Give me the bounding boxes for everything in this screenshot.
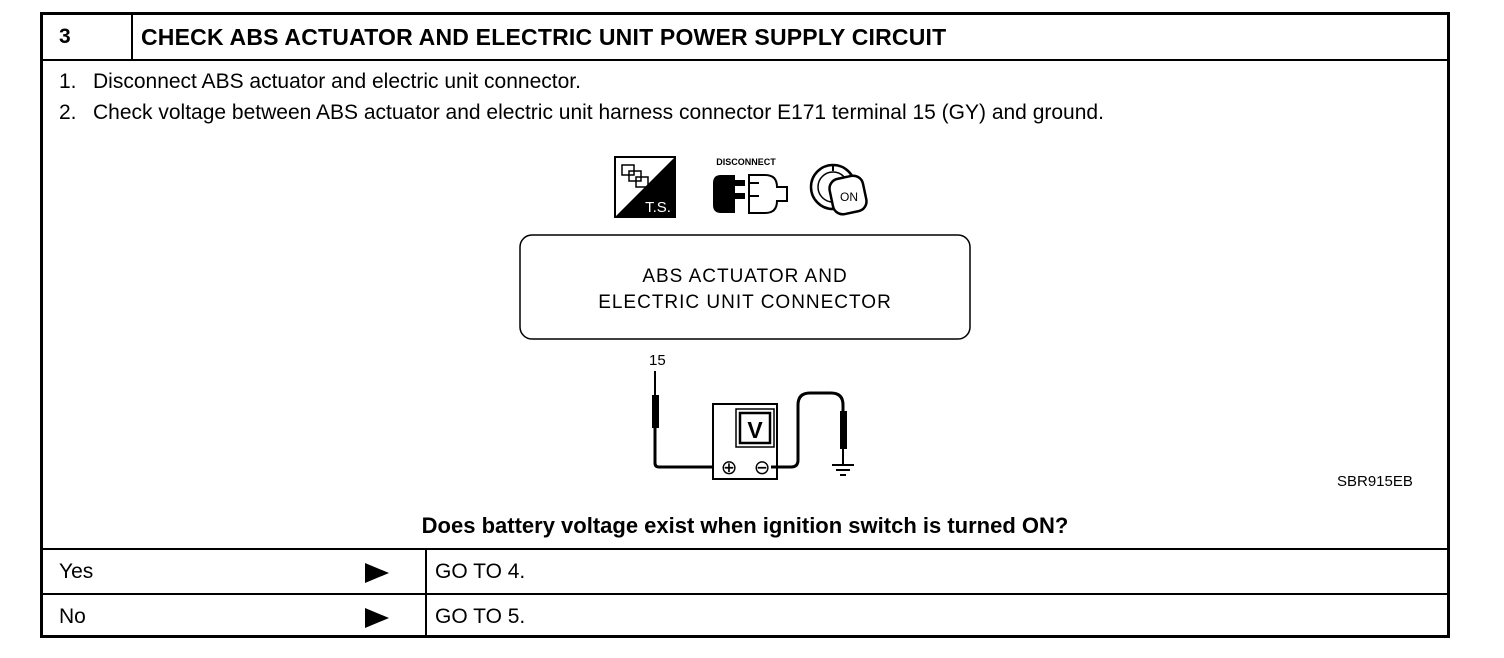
disconnect-label: DISCONNECT	[716, 157, 776, 167]
answer-no: No	[59, 605, 86, 628]
connector-label-line1: ABS ACTUATOR AND	[642, 266, 847, 287]
answer-no-action: GO TO 5.	[425, 595, 525, 638]
wiring-diagram: T.S. DISCONNECT ON ABS ACTUATOR AND ELEC…	[519, 156, 971, 480]
instruction-2: 2. Check voltage between ABS actuator and…	[59, 101, 1104, 125]
answer-yes-action: GO TO 4.	[425, 550, 525, 593]
ignition-key-icon: ON	[809, 163, 868, 216]
plus-terminal: ⊕	[721, 457, 738, 479]
arrow-right-icon	[365, 608, 389, 628]
voltmeter-label: V	[747, 417, 763, 443]
check-question: Does battery voltage exist when ignition…	[421, 513, 1069, 538]
disconnect-icon: DISCONNECT	[713, 157, 788, 214]
arrow-right-icon	[365, 563, 389, 583]
negative-lead	[771, 391, 845, 469]
ignition-on-label: ON	[840, 190, 858, 204]
positive-probe	[652, 395, 659, 428]
instruction-number: 2.	[59, 101, 77, 124]
positive-lead	[653, 428, 719, 469]
negative-probe	[840, 411, 847, 449]
connector-box	[519, 234, 971, 340]
step-header: 3 CHECK ABS ACTUATOR AND ELECTRIC UNIT P…	[43, 15, 1447, 61]
instruction-text: Disconnect ABS actuator and electric uni…	[93, 70, 581, 93]
instruction-text: Check voltage between ABS actuator and e…	[93, 101, 1104, 124]
procedure-box: 3 CHECK ABS ACTUATOR AND ELECTRIC UNIT P…	[40, 12, 1450, 638]
ts-label: T.S.	[645, 199, 671, 216]
ground-icon	[832, 449, 854, 476]
connector-label-line2: ELECTRIC UNIT CONNECTOR	[598, 292, 892, 313]
ts-icon: T.S.	[614, 156, 676, 218]
answer-row-yes: Yes GO TO 4.	[43, 548, 1447, 593]
step-number: 3	[43, 15, 133, 59]
step-title: CHECK ABS ACTUATOR AND ELECTRIC UNIT POW…	[141, 24, 947, 50]
answer-yes: Yes	[59, 560, 94, 583]
terminal-number: 15	[649, 352, 666, 369]
instruction-number: 1.	[59, 70, 77, 93]
voltmeter: V ⊕ ⊖	[712, 403, 778, 480]
instruction-1: 1. Disconnect ABS actuator and electric u…	[59, 70, 581, 94]
minus-terminal: ⊖	[754, 457, 771, 479]
figure-reference: SBR915EB	[1337, 473, 1413, 490]
answer-row-no: No GO TO 5.	[43, 593, 1447, 638]
